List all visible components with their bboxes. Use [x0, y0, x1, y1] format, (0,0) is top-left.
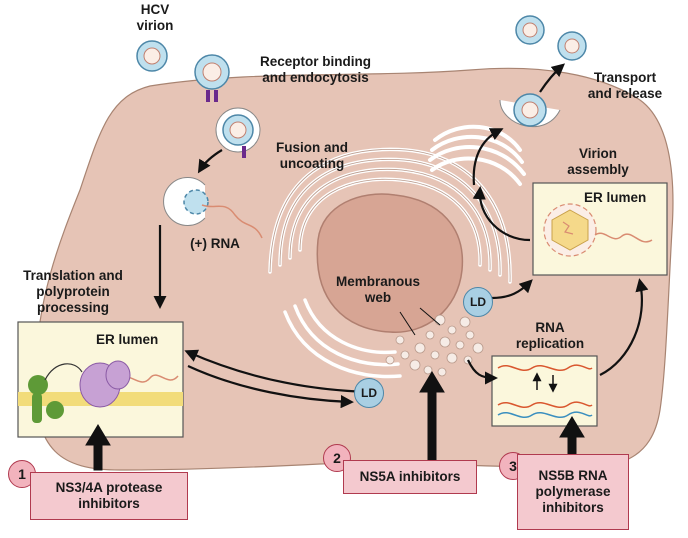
label-hcv-virion: HCV virion — [136, 2, 174, 33]
drug-target-2-box: NS5A inhibitors — [343, 460, 477, 494]
inhibitor-arrows — [85, 371, 585, 471]
label-membranous-web: Membranous web — [335, 274, 420, 305]
er-lumen-label-right: ER lumen — [584, 190, 647, 205]
label-transport-release: Transport and release — [587, 70, 663, 101]
drug-target-2-badge: 2 — [323, 444, 351, 472]
drug-target-3-box: NS5B RNA polymerase inhibitors — [517, 454, 629, 530]
released-virion-2 — [557, 31, 587, 61]
label-plus-rna: (+) RNA — [190, 236, 240, 251]
replication-panel — [491, 355, 598, 427]
label-fusion-uncoating: Fusion and uncoating — [276, 140, 348, 171]
label-rna-replication: RNA replication — [515, 320, 585, 351]
endocytic-vesicle — [215, 107, 261, 158]
budding-virion — [499, 93, 561, 128]
label-receptor-binding: Receptor binding and endocytosis — [260, 54, 371, 85]
hcv-virion-free — [136, 40, 168, 72]
membranous-web-vesicles — [385, 314, 484, 377]
label-translation: Translation and polyprotein processing — [23, 268, 123, 315]
er-lumen-label-left: ER lumen — [96, 332, 159, 347]
lipid-droplet-lower: LD — [354, 378, 384, 408]
er-panel-assembly — [532, 182, 668, 276]
uncoating-vesicle — [163, 177, 263, 239]
hcv-virion-binding — [194, 54, 230, 102]
process-arrows — [153, 63, 649, 409]
er-panel-translation — [17, 321, 184, 438]
released-virion-1 — [515, 15, 545, 45]
nucleus — [316, 193, 464, 333]
drug-target-1-box: NS3/4A protease inhibitors — [30, 472, 188, 520]
lipid-droplet-upper: LD — [463, 287, 493, 317]
label-virion-assembly: Virion assembly — [567, 146, 629, 177]
